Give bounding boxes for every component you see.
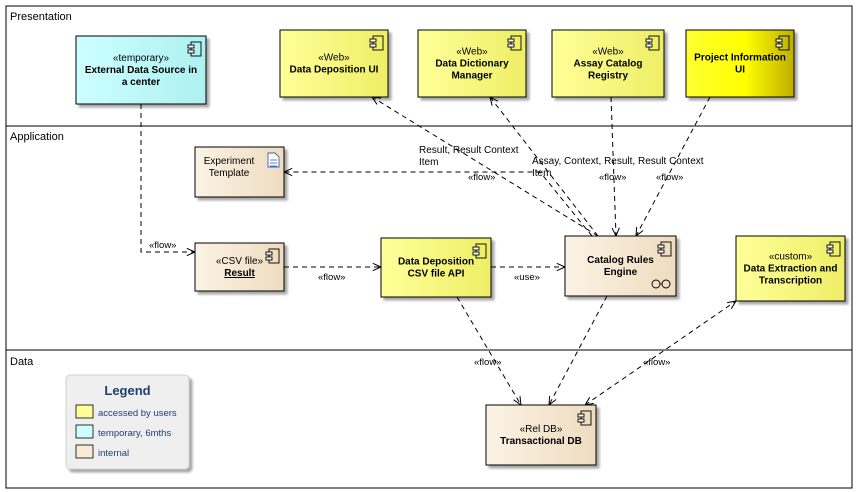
component-stereotype: «CSV file» [216, 256, 264, 267]
component-name: Assay Catalog [574, 59, 643, 70]
arrowhead [548, 395, 557, 407]
component-name: CSV file API [408, 269, 465, 280]
lane-label-application: Application [10, 131, 64, 143]
legend-swatch-temporary [75, 424, 94, 439]
connector-e_csv_api[interactable]: «flow» [284, 262, 383, 283]
component-tdb[interactable]: «Rel DB»Transactional DB [485, 404, 597, 466]
legend-swatch-internal [75, 444, 94, 459]
arrowhead [513, 396, 522, 407]
component-csv[interactable]: «CSV file»Result [194, 242, 285, 292]
component-name: Template [209, 168, 250, 179]
connector-label-rci-line2: Item [419, 157, 438, 168]
component-icon [826, 241, 841, 257]
arrowhead [370, 96, 381, 105]
component-stereotype: «Web» [456, 47, 488, 58]
component-icon [187, 41, 202, 57]
component-icon [472, 243, 487, 259]
connector-line [140, 104, 195, 253]
component-stereotype: «Web» [592, 47, 624, 58]
component-name: Registry [588, 71, 628, 82]
component-name: Transactional DB [500, 436, 582, 447]
component-icon [577, 410, 592, 426]
connector-line [456, 296, 522, 406]
component-ddui[interactable]: «Web»Data Deposition UI [279, 29, 389, 98]
component-name: Project Information [694, 53, 786, 64]
connector-label-acr-line2: Item [532, 168, 551, 179]
connector-label: «flow» [599, 172, 626, 183]
connector-line [548, 295, 608, 406]
connector-e_ext_csv[interactable]: «flow» [140, 104, 197, 257]
component-icon [265, 248, 280, 264]
connector-label: «flow» [468, 172, 495, 183]
component-name: Result [224, 268, 255, 279]
component-name: Transcription [759, 276, 822, 287]
component-name: UI [735, 65, 745, 76]
connector-label: «use» [514, 272, 540, 283]
legend-label-temporary: temporary, 6mths [98, 428, 171, 439]
component-icon [657, 241, 672, 257]
component-stereotype: «temporary» [113, 53, 170, 64]
arrowhead [635, 226, 644, 238]
connector-label: «flow» [318, 272, 345, 283]
component-stereotype: «custom» [769, 252, 813, 263]
connector-label: «flow» [149, 240, 176, 251]
interface-glasses-icon [651, 279, 671, 289]
connector-e_api_tdb[interactable]: «flow» [456, 296, 522, 407]
legend: Legend accessed by users temporary, 6mth… [65, 374, 190, 470]
component-name: External Data Source in [85, 65, 197, 76]
component-box [564, 235, 677, 297]
legend-swatch-user [75, 404, 94, 419]
component-name: Experiment [204, 156, 255, 167]
connector-label-acr-line1: Assay, Context, Result, Result Context [532, 156, 704, 167]
component-name: Data Dictionary [435, 59, 509, 70]
connector-e_api_cre[interactable]: «use» [491, 262, 567, 283]
component-name: Data Deposition [398, 257, 474, 268]
component-box [551, 29, 665, 98]
legend-title: Legend [104, 383, 150, 398]
component-ext[interactable]: «temporary»External Data Source ina cent… [75, 35, 207, 105]
lane-label-presentation: Presentation [10, 11, 72, 23]
component-name: Manager [451, 71, 492, 82]
diagram-frame [5, 5, 853, 489]
component-icon [369, 35, 384, 51]
component-box [194, 242, 285, 292]
connector-label: «flow» [656, 172, 683, 183]
components: «temporary»External Data Source ina cent… [75, 29, 846, 466]
legend-label-internal: internal [98, 448, 129, 459]
document-icon [267, 152, 280, 168]
swimlanes: Presentation Application Data [5, 5, 853, 489]
lane-label-data: Data [10, 356, 34, 368]
component-icon [645, 35, 660, 51]
component-icon [775, 35, 790, 51]
component-name: Catalog Rules [587, 255, 654, 266]
connector-label-rci-line1: Result, Result Context [419, 145, 519, 156]
component-stereotype: «Rel DB» [520, 424, 563, 435]
arrowhead [611, 227, 620, 238]
component-icon [507, 35, 522, 51]
connector-label: «flow» [474, 357, 501, 368]
component-name: a center [122, 77, 160, 88]
connector-label: «flow» [643, 357, 670, 368]
component-box [75, 35, 207, 105]
legend-label-user: accessed by users [98, 408, 177, 419]
connector-line [489, 96, 599, 237]
connector-line [284, 171, 593, 237]
component-name: Data Deposition UI [290, 65, 379, 76]
component-stereotype: «Web» [318, 53, 350, 64]
connector-line [584, 300, 737, 406]
component-name: Data Extraction and [744, 264, 838, 275]
connector-e_dxt_tdb[interactable]: «flow» [583, 300, 738, 406]
legend-box [65, 374, 190, 470]
component-name: Engine [604, 267, 638, 278]
